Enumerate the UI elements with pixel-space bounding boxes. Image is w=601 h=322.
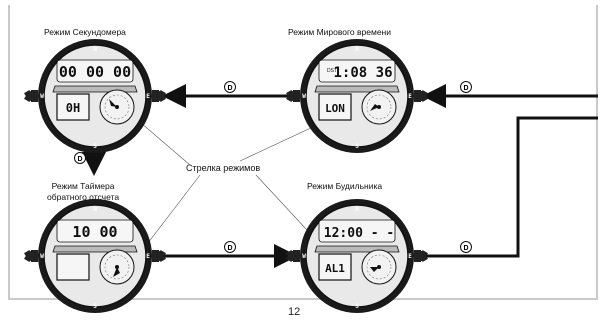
marker-west: W [302, 253, 306, 260]
mode-hand [370, 267, 379, 272]
mode-hand [370, 104, 379, 111]
top-lcd [56, 219, 134, 243]
crown-right [152, 90, 159, 102]
mode-hand [113, 267, 120, 277]
arrow-alarm-return-path [420, 116, 598, 258]
diagram-frame [8, 5, 598, 300]
page-number: 12 [288, 306, 301, 318]
top-lcd-digits: 10 00 [72, 223, 117, 241]
sub-lcd [318, 253, 352, 281]
sub-lcd-code: LON [325, 102, 345, 115]
world-time-title: Режим Мирового времени [288, 27, 391, 37]
marker-north: N [355, 206, 359, 213]
marker-north: N [93, 46, 97, 53]
stopwatch-title: Режим Секундомера [44, 27, 126, 37]
marker-east: E [408, 253, 412, 260]
marker-south: S [93, 303, 97, 310]
marker-west: W [40, 93, 44, 100]
marker-south: S [355, 143, 359, 150]
d-button-icon: D [224, 241, 236, 253]
marker-east: E [146, 93, 150, 100]
top-lcd-digits: 00 00 00 [59, 63, 131, 81]
marker-south: S [93, 143, 97, 150]
svg-text:D: D [227, 245, 232, 252]
marker-south: S [355, 303, 359, 310]
svg-text:D: D [463, 245, 468, 252]
top-lcd-digits: 12:00 - - [324, 226, 394, 241]
marker-north: N [355, 46, 359, 53]
top-lcd-digits: 1:08 36 [333, 65, 392, 81]
dst-indicator: DST [327, 68, 337, 74]
marker-west: W [40, 253, 44, 260]
mode-hand-label: Стрелка режимов [186, 163, 261, 173]
d-button-icon: D [460, 241, 472, 253]
svg-text:D: D [227, 85, 232, 92]
watch-stopwatch: N S W E 00 00 00 0H [24, 39, 166, 153]
top-lcd [56, 59, 134, 83]
svg-text:D: D [463, 85, 468, 92]
countdown-timer-title-line2: обратного отсчета [47, 192, 120, 202]
alarm-title: Режим Будильника [307, 181, 383, 191]
countdown-timer-title: Режим Таймера обратного отсчета [47, 181, 119, 203]
crown-left [31, 90, 38, 102]
d-button-icon: D [460, 81, 472, 93]
sub-lcd-code: 0H [66, 101, 80, 115]
top-lcd [318, 59, 396, 83]
watch-world-time: N S W E DST 1:08 36 LON [286, 39, 428, 153]
svg-text:D: D [77, 156, 82, 163]
mode-hand [109, 99, 117, 107]
countdown-timer-title-line1: Режим Таймера [51, 181, 115, 191]
marker-east: E [408, 93, 412, 100]
sub-lcd [56, 93, 90, 121]
marker-west: W [302, 93, 306, 100]
d-button-icon: D [224, 81, 236, 93]
sub-lcd [318, 93, 352, 121]
d-button-icon: D [74, 152, 86, 164]
watch-countdown-timer: N S W E 10 00 [24, 199, 166, 313]
sub-lcd-code: AL1 [325, 262, 345, 275]
top-lcd [318, 219, 396, 243]
marker-north: N [93, 206, 97, 213]
sub-lcd [56, 253, 90, 281]
marker-east: E [146, 253, 150, 260]
watch-alarm: N S W E 12:00 - - AL1 [286, 199, 428, 313]
